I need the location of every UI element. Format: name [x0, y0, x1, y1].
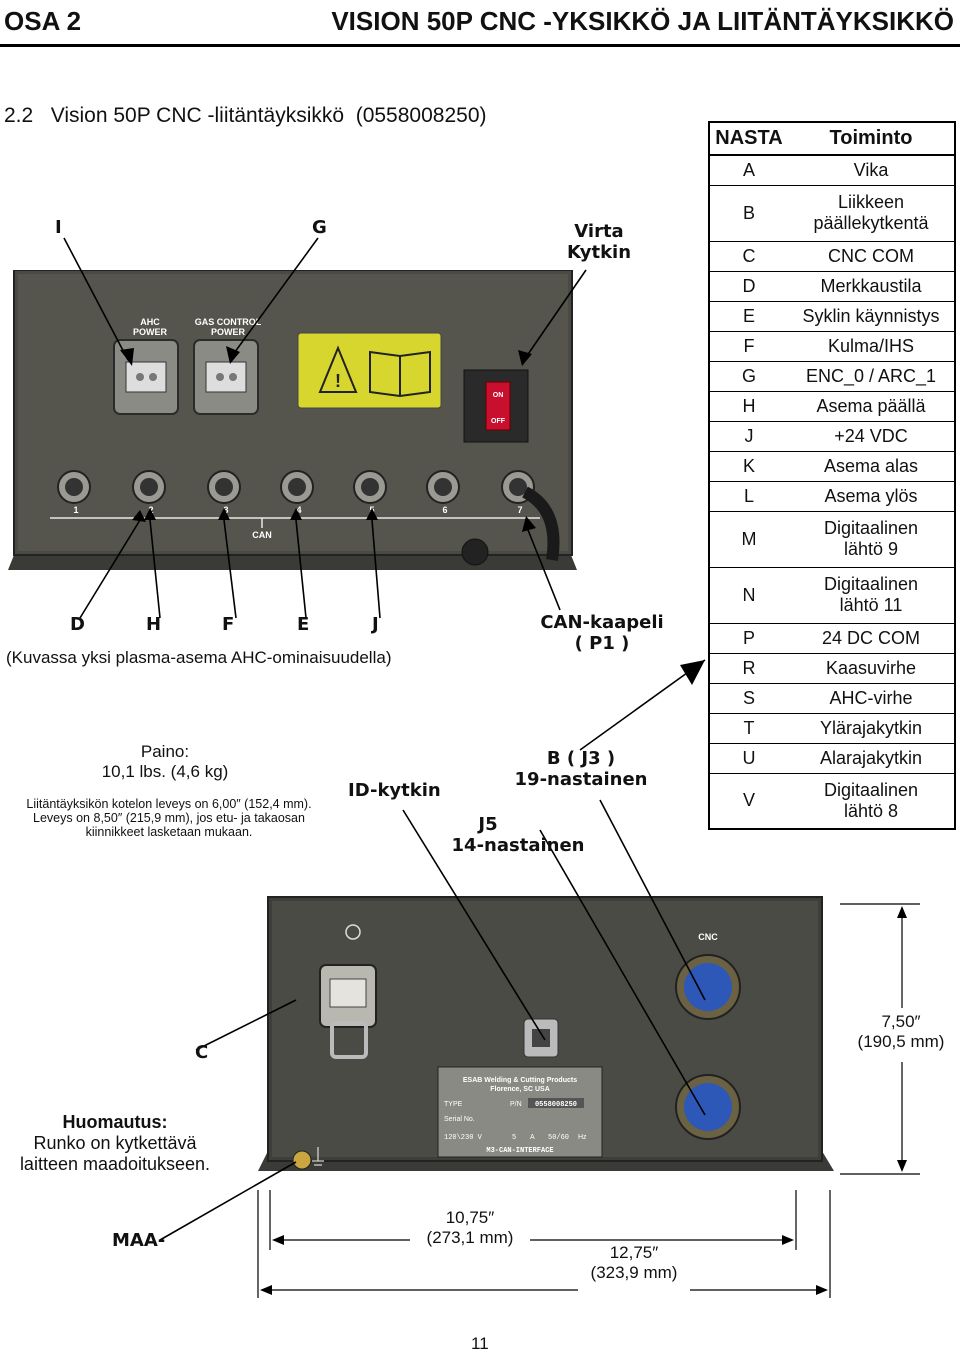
svg-text:ON: ON [493, 392, 504, 399]
front-panel-photo: AHC POWER GAS CONTROL POWER ! ON OFF 1 2… [8, 270, 577, 570]
plate-voltage: 120\230 V [444, 1134, 483, 1142]
page-number: 11 [471, 1334, 489, 1353]
plate-type: TYPE [444, 1101, 463, 1108]
svg-text:POWER: POWER [211, 327, 246, 337]
callout-ground: MAA- [112, 1230, 166, 1251]
svg-text:4: 4 [296, 505, 301, 515]
callout-j5: J5 14-nastainen [451, 814, 585, 856]
svg-text:CAN: CAN [252, 530, 272, 540]
callout-f: F [222, 614, 235, 635]
plate-amps: 5 [512, 1134, 516, 1142]
inner-width-dimension: 10,75″ (273,1 mm) [426, 1208, 514, 1247]
ground-note: Huomautus: Runko on kytkettävä laitteen … [19, 1112, 211, 1174]
svg-text:7: 7 [517, 505, 522, 515]
ahc-power-label: AHC [140, 317, 160, 327]
svg-text:1: 1 [73, 505, 78, 515]
callout-can-cable: CAN-kaapeli ( P1 ) [540, 612, 664, 654]
callout-id-switch: ID-kytkin [348, 780, 441, 801]
height-dimension: 7,50″ (190,5 mm) [857, 1012, 945, 1051]
callout-c: C [195, 1042, 209, 1063]
rating-plate: ESAB Welding & Cutting Products Florence… [437, 1066, 603, 1158]
table-row: J+24 VDC [709, 420, 955, 451]
power-switch: ON OFF [463, 369, 529, 443]
svg-text:6: 6 [442, 505, 447, 515]
gas-control-power-connector [193, 339, 259, 415]
callout-h: H [146, 614, 162, 635]
svg-text:!: ! [335, 371, 341, 391]
plate-serial-label: Serial No. [444, 1116, 475, 1123]
power-inlet [319, 964, 377, 1059]
callout-power-switch: Virta Kytkin [566, 221, 632, 263]
callout-e: E [297, 614, 310, 635]
width-note: Liitäntäyksikön kotelon leveys on 6,00″ … [26, 797, 312, 839]
outer-width-dimension: 12,75″ (323,9 mm) [590, 1243, 678, 1282]
rear-panel-photo: CNC ESAB Welding & Cutting Products Flor… [258, 896, 834, 1171]
pin-column-header: NASTA [709, 122, 788, 156]
cnc-connector-j3 [675, 954, 741, 1020]
callout-j: J [372, 614, 379, 635]
callout-b-j3: B ( J3 ) 19-nastainen [514, 748, 648, 790]
svg-text:OFF: OFF [491, 418, 506, 425]
svg-text:3: 3 [223, 505, 228, 515]
section-title: 2.2 Vision 50P CNC -liitäntäyksikkö (055… [4, 104, 487, 127]
callout-d: D [70, 614, 85, 635]
plate-part-number: 0558008250 [535, 1101, 577, 1109]
cnc-label: CNC [698, 932, 718, 942]
function-column-header: Toiminto [788, 122, 955, 156]
callout-i: I [55, 217, 62, 238]
part-label: OSA 2 [4, 6, 82, 36]
weight-info: Paino: 10,1 lbs. (4,6 kg) [101, 742, 229, 781]
callout-g: G [312, 217, 327, 238]
document-title: VISION 50P CNC -YKSIKKÖ JA LIITÄNTÄYKSIK… [331, 6, 954, 36]
plate-model: M3-CAN-INTERFACE [486, 1147, 553, 1155]
svg-text:POWER: POWER [133, 327, 168, 337]
warning-label: ! [297, 332, 442, 409]
id-switch [523, 1018, 559, 1058]
photo-caption: (Kuvassa yksi plasma-asema AHC-ominaisuu… [6, 648, 392, 667]
port-row: 1 2 3 4 5 6 7 CAN [50, 470, 560, 566]
header-rule [0, 44, 960, 47]
plate-pn-label: P/N [510, 1101, 522, 1108]
gas-control-label: GAS CONTROL [195, 317, 262, 327]
plate-hz-unit: Hz [578, 1134, 587, 1141]
ground-stud [292, 1147, 324, 1170]
plate-hz: 50/60 [548, 1134, 569, 1142]
plate-line2: Florence, SC USA [490, 1086, 550, 1093]
plate-line1: ESAB Welding & Cutting Products [463, 1077, 577, 1084]
plate-amps-unit: A [530, 1134, 535, 1141]
